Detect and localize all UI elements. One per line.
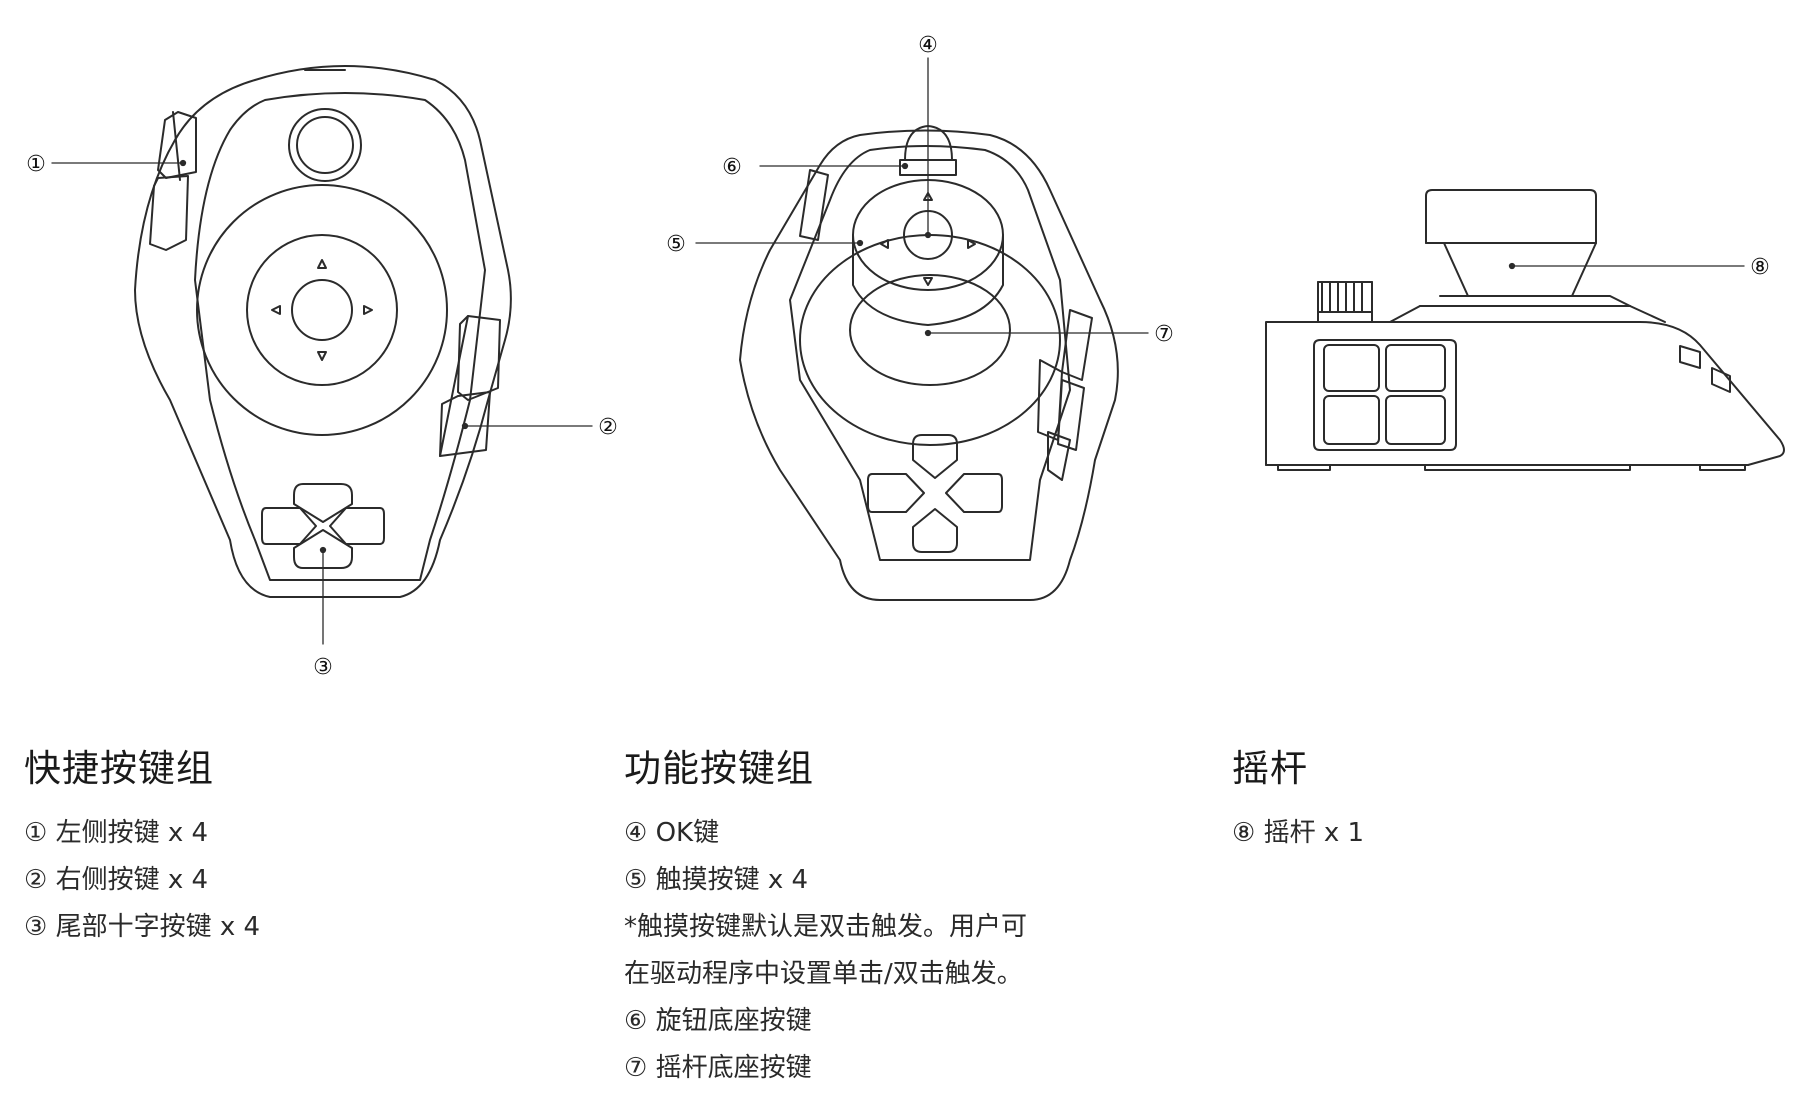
callout-7: ⑦ xyxy=(1154,322,1174,347)
callout-6: ⑥ xyxy=(722,155,742,180)
list-item: ⑥ 旋钮底座按键 xyxy=(624,1006,812,1036)
callout-lines-side xyxy=(1508,262,1745,270)
list-item: ⑤ 触摸按键 x 4 xyxy=(624,865,809,895)
front-view-device xyxy=(134,65,512,598)
callout-4: ④ xyxy=(918,33,938,58)
section-title: 摇杆 xyxy=(1232,747,1308,790)
list-item: ④ OK键 xyxy=(624,818,720,848)
callout-lines-angle xyxy=(695,57,1149,337)
side-view-device xyxy=(1265,189,1785,471)
callout-8: ⑧ xyxy=(1750,255,1770,280)
device-diagram: ① ② ③ ④ ⑥ ⑤ ⑦ ⑧ xyxy=(26,33,1785,680)
list-item: ② 右侧按键 x 4 xyxy=(24,865,209,895)
note-line: 在驱动程序中设置单击/双击触发。 xyxy=(624,959,1023,989)
callout-5: ⑤ xyxy=(666,232,686,257)
list-item: ⑦ 摇杆底座按键 xyxy=(624,1053,812,1083)
list-item: ① 左侧按键 x 4 xyxy=(24,818,209,848)
section-joystick: 摇杆 ⑧ 摇杆 x 1 xyxy=(1232,738,1364,857)
callout-3: ③ xyxy=(313,655,333,680)
section-title: 功能按键组 xyxy=(624,747,814,790)
callout-2: ② xyxy=(598,415,618,440)
callout-1: ① xyxy=(26,152,46,177)
angle-view-device xyxy=(739,125,1119,601)
note-line: *触摸按键默认是双击触发。用户可 xyxy=(624,912,1028,942)
section-function-keys: 功能按键组 ④ OK键 ⑤ 触摸按键 x 4 *触摸按键默认是双击触发。用户可 … xyxy=(624,738,1027,1092)
callout-lines-front xyxy=(51,159,593,645)
list-item: ③ 尾部十字按键 x 4 xyxy=(24,912,261,942)
list-item: ⑧ 摇杆 x 1 xyxy=(1232,818,1365,848)
touch-key-note: *触摸按键默认是双击触发。用户可 在驱动程序中设置单击/双击触发。 xyxy=(624,904,1027,998)
section-shortcut-keys: 快捷按键组 ① 左侧按键 x 4 ② 右侧按键 x 4 ③ 尾部十字按键 x 4 xyxy=(24,738,260,951)
section-title: 快捷按键组 xyxy=(24,747,214,790)
